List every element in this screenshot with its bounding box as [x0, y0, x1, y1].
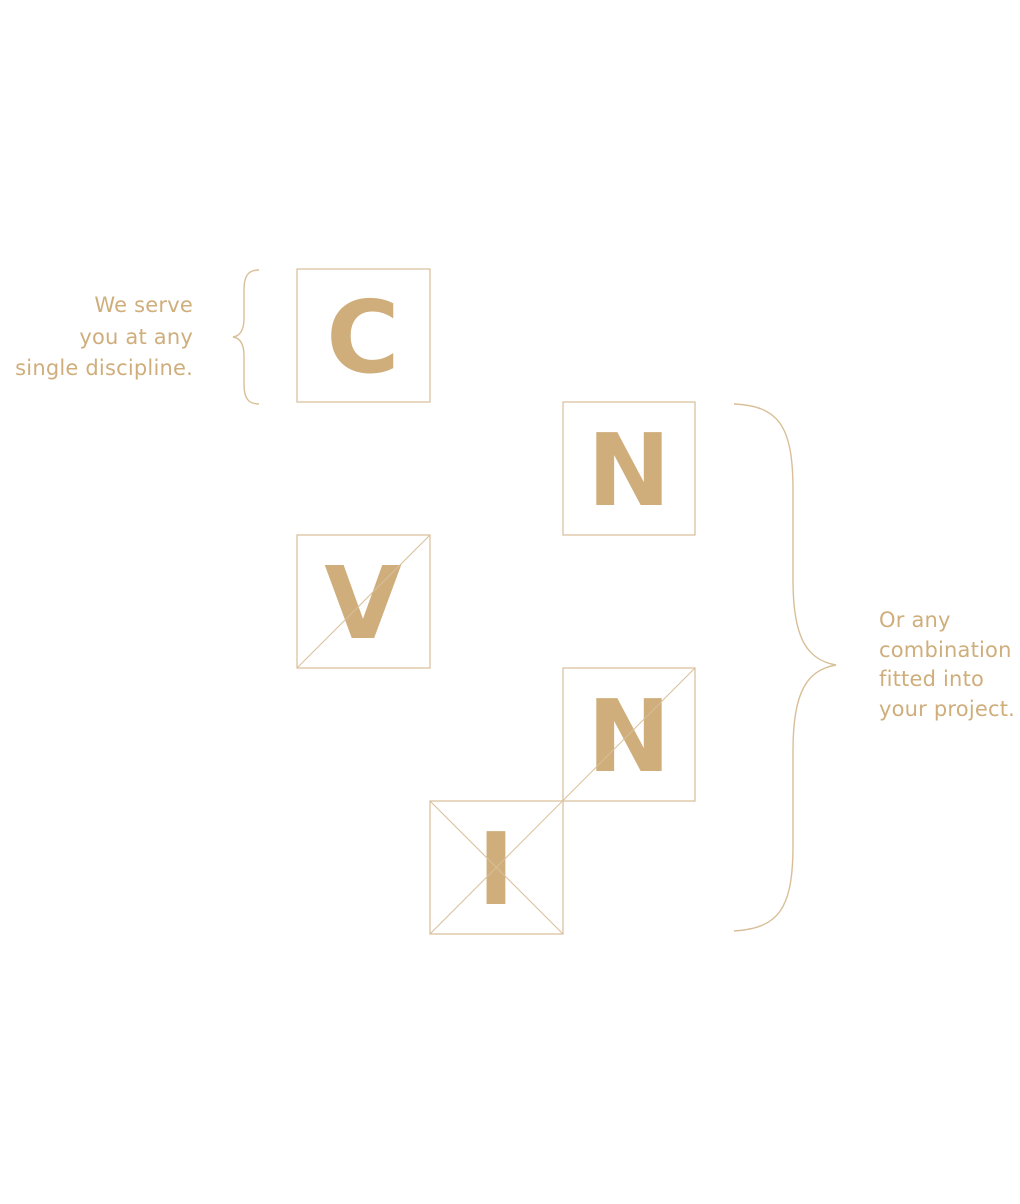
caption-line: fitted into: [879, 667, 985, 691]
caption-line: your project.: [879, 696, 1016, 721]
right-brace: [733, 403, 837, 932]
caption-line: combination: [879, 637, 1012, 662]
i-cross-diagonal: [429, 800, 564, 935]
letter-v: V: [324, 545, 401, 662]
caption-line: We serve: [94, 293, 193, 317]
caption-line: single discipline.: [15, 356, 193, 380]
v-diagonal: [296, 534, 431, 669]
tile-v: [296, 534, 431, 669]
tile-n-bottom: [562, 667, 696, 802]
tile-n-top: [562, 401, 696, 536]
caption-line: Or any: [879, 608, 951, 632]
left-brace: [232, 269, 260, 405]
letter-n-top: N: [587, 412, 671, 529]
combined-diagonal: [429, 667, 696, 935]
caption-line: you at any: [79, 324, 193, 349]
letter-c: C: [326, 279, 399, 396]
combination-caption: Or any combination fitted into your proj…: [879, 606, 1015, 724]
tile-c: [296, 268, 431, 403]
tile-i: [429, 800, 564, 935]
letter-i: I: [477, 811, 514, 928]
single-discipline-caption: We serve you at any single discipline.: [15, 290, 193, 385]
letter-n-bottom: N: [587, 678, 671, 795]
